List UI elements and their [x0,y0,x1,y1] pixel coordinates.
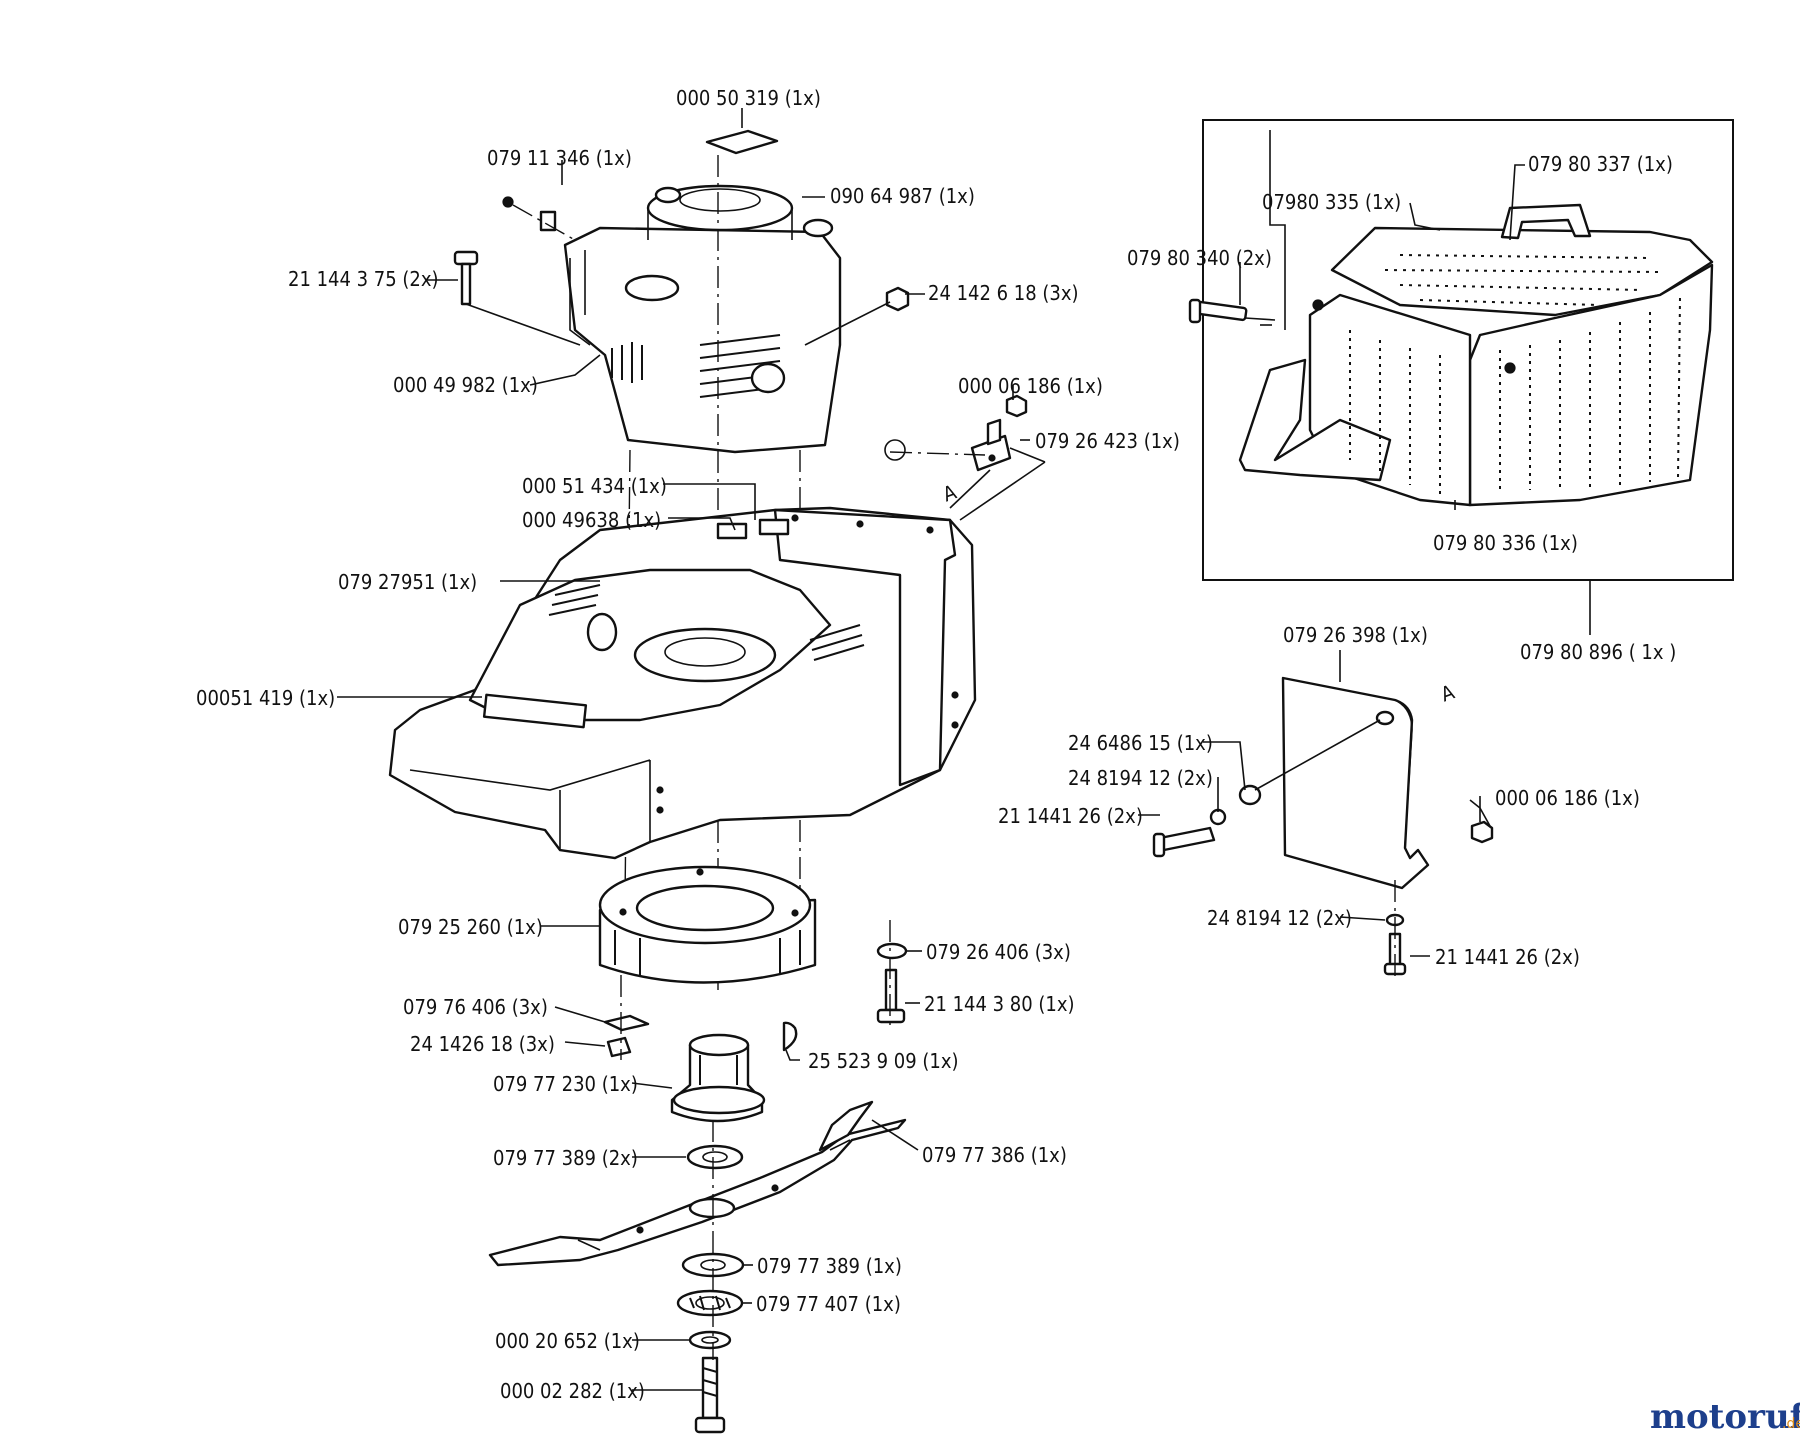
label-bag-complete: 079 80 896 ( 1x ) [1520,640,1676,664]
engine-bolt-drawing [453,250,581,346]
label-bag-top: 07980 335 (1x) [1262,190,1401,214]
bag-drawing [1238,203,1714,507]
watermark-logo: motoruf .de [1650,1397,1800,1437]
label-engine-nut: 24 142 6 18 (3x) [928,281,1079,305]
washer-left-drawing [603,975,650,1060]
label-washer-hub: 079 77 389 (2x) [493,1146,638,1170]
label-blade: 079 77 386 (1x) [922,1143,1067,1167]
part-labels: 000 50 319 (1x) 079 11 346 (1x) 090 64 9… [196,86,1676,1403]
bag-box [1202,119,1734,581]
label-bag-body: 079 80 336 (1x) [1433,531,1578,555]
label-engine-gasket: 000 49 982 (1x) [393,373,538,397]
label-flap: 079 26 398 (1x) [1283,623,1428,647]
leader-lines [337,108,1591,1391]
label-key: 25 523 9 09 (1x) [808,1049,959,1073]
label-flap-washer: 24 6486 15 (1x) [1068,731,1213,755]
flap-hardware-drawing [1152,719,1494,980]
label-nut-left: 24 1426 18 (3x) [410,1032,555,1056]
label-washer-left: 079 76 406 (3x) [403,995,548,1019]
blade-bolt-drawing [694,1356,726,1434]
label-plate-2: 000 49638 (1x) [522,508,661,532]
label-blade-hub: 079 77 230 (1x) [493,1072,638,1096]
label-washer-small: 000 20 652 (1x) [495,1329,640,1353]
washer-hub-drawing [686,1144,744,1170]
marker-a-left: A [940,479,960,506]
spacer-ring-drawing [598,865,817,984]
label-plate-top: 000 51 434 (1x) [522,474,667,498]
washer-small-drawing [688,1330,732,1350]
engine-drawing [563,129,842,454]
label-flap-washer-2: 24 8194 12 (2x) [1068,766,1213,790]
label-clip-a: 000 06 186 (1x) [958,374,1103,398]
lock-washer-drawing [676,1289,744,1317]
washer-right-drawing [876,920,908,1025]
marker-a-right: A [1438,679,1458,706]
label-engine-top-cap: 000 50 319 (1x) [676,86,821,110]
label-flap-washer-3: 24 8194 12 (2x) [1207,906,1352,930]
deck-drawing [388,506,977,860]
flap-drawing [1281,676,1430,890]
blade-hub-drawing [670,1033,766,1123]
bag-pin-drawing [1188,298,1276,324]
label-engine-screw: 079 11 346 (1x) [487,146,632,170]
engine-screw-drawing [502,196,576,241]
label-blade-bolt: 000 02 282 (1x) [500,1379,645,1403]
engine-nut-drawing [804,286,910,346]
blade-drawing [488,1100,907,1267]
label-lock-washer: 079 77 407 (1x) [756,1292,901,1316]
label-bolt-ring: 21 144 3 80 (1x) [924,992,1075,1016]
label-bracket-a: 079 26 423 (1x) [1035,429,1180,453]
label-washer-right: 079 26 406 (3x) [926,940,1071,964]
label-spacer-ring: 079 25 260 (1x) [398,915,543,939]
label-bag-pin: 079 80 340 (2x) [1127,246,1272,270]
label-flap-clip: 000 06 186 (1x) [1495,786,1640,810]
label-engine-bolt: 21 144 3 75 (2x) [288,267,439,291]
label-washer-blade: 079 77 389 (1x) [757,1254,902,1278]
svg-text:.de: .de [1782,1416,1800,1432]
label-bag-frame: 079 80 337 (1x) [1528,152,1673,176]
label-flap-screw: 21 1441 26 (2x) [998,804,1143,828]
svg-text:motoruf: motoruf [1650,1397,1800,1437]
label-engine: 090 64 987 (1x) [830,184,975,208]
label-flap-screw-2: 21 1441 26 (2x) [1435,945,1580,969]
bracket-a-drawing [884,394,1046,521]
label-deck: 079 27951 (1x) [338,570,477,594]
label-deck-label: 00051 419 (1x) [196,686,335,710]
key-drawing [782,1021,798,1052]
